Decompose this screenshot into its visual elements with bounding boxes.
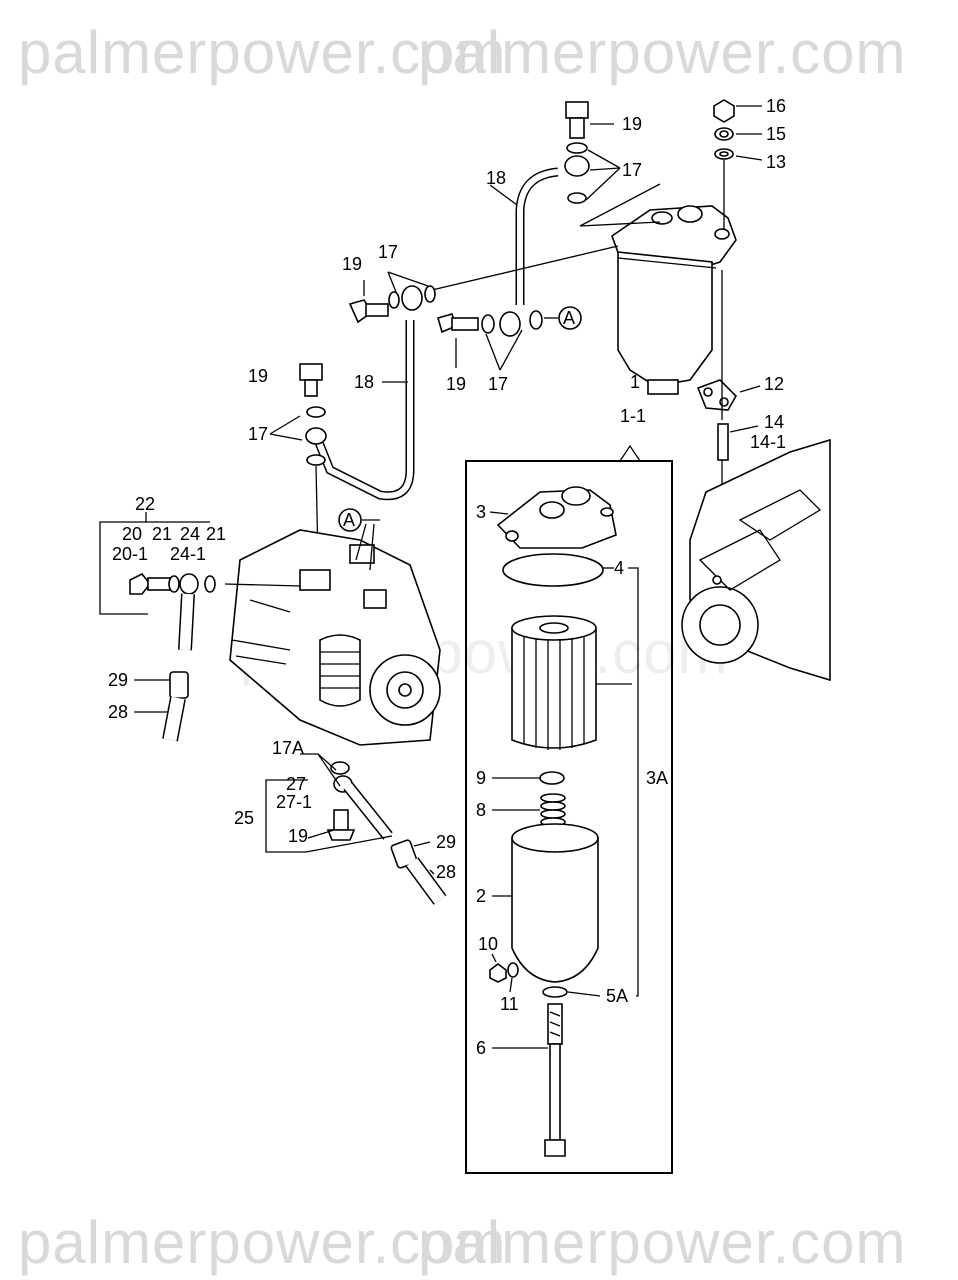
detail-frame-pointer: [466, 444, 672, 462]
callout-2: 2: [476, 886, 486, 906]
washer-9: [539, 771, 565, 785]
callout-20: 20: [122, 524, 142, 544]
callout-19-top: 19: [622, 114, 642, 134]
callout-17-top: 17: [622, 160, 642, 180]
callout-17A: 17A: [272, 738, 304, 758]
callout-labels: 19 16 15 17 13 18 19 17 A 19 17 1 12 1-1…: [108, 96, 786, 1058]
callout-14-1: 14-1: [750, 432, 786, 452]
callout-11: 11: [500, 994, 519, 1014]
top-banjo-bolt: [564, 101, 661, 227]
callout-22: 22: [135, 494, 155, 514]
callout-1-1: 1-1: [620, 406, 646, 426]
hose-28-left: [134, 671, 189, 742]
hose-28-bottom: [390, 839, 447, 905]
callout-a-pump: A: [343, 510, 355, 530]
watermark-top-right: palmerpower.com: [418, 19, 907, 86]
callout-19-left: 19: [248, 366, 268, 386]
callout-6: 6: [476, 1038, 486, 1058]
callout-19-pipe: 19: [446, 374, 466, 394]
callout-4: 4: [614, 558, 624, 578]
watermark-top-left: palmerpower.com: [18, 19, 507, 86]
mid-banjo-bolt-row: [431, 245, 619, 371]
callout-8: 8: [476, 800, 486, 820]
callout-1: 1: [630, 372, 640, 392]
callout-5A: 5A: [606, 986, 628, 1006]
watermark-bottom-right: palmerpower.com: [418, 1209, 907, 1276]
bracket-3A: [628, 567, 639, 997]
callout-3: 3: [476, 502, 486, 522]
left-bolt-19: [269, 363, 327, 561]
fitting-group-22: [99, 512, 216, 651]
o-ring-4: [502, 553, 604, 587]
fitting-group-25: [265, 753, 393, 853]
filter-cover-3: [489, 486, 617, 549]
callout-17-left: 17: [248, 424, 268, 444]
left-banjo-bolt-row: [348, 271, 436, 324]
injection-pump: [224, 529, 441, 746]
callout-18-top: 18: [486, 168, 506, 188]
callout-16: 16: [766, 96, 786, 116]
callout-21b: 21: [206, 524, 226, 544]
spring-8: [492, 793, 566, 827]
callout-29-left: 29: [108, 670, 128, 690]
callout-24: 24: [180, 524, 200, 544]
callout-12: 12: [764, 374, 784, 394]
callout-17-mid: 17: [378, 242, 398, 262]
circle-a-right-marker: [558, 306, 582, 330]
filter-bowl-2: [492, 823, 599, 983]
callout-24-1: 24-1: [170, 544, 206, 564]
callout-20-1: 20-1: [112, 544, 148, 564]
callout-19-bottom: 19: [288, 826, 308, 846]
callout-28-bottom: 28: [436, 862, 456, 882]
callout-13: 13: [766, 152, 786, 172]
bracket-and-stud: [696, 270, 761, 560]
callout-28-left: 28: [108, 702, 128, 722]
callout-17-pipe: 17: [488, 374, 508, 394]
callout-25: 25: [234, 808, 254, 828]
plug-10-seal-11: [489, 953, 519, 993]
o-ring-5A: [542, 986, 568, 998]
circle-a-pump-marker: [338, 508, 362, 532]
callout-3A: 3A: [646, 768, 668, 788]
callout-18-left: 18: [354, 372, 374, 392]
callout-10: 10: [478, 934, 498, 954]
callout-14: 14: [764, 412, 784, 432]
callout-27: 27: [286, 774, 306, 794]
callout-19-mid: 19: [342, 254, 362, 274]
watermark-bottom-left: palmerpower.com: [18, 1209, 507, 1276]
center-bolt-6: [492, 1003, 566, 1157]
callout-9: 9: [476, 768, 486, 788]
callout-a-right: A: [563, 308, 575, 328]
callout-15: 15: [766, 124, 786, 144]
callout-21a: 21: [152, 524, 172, 544]
nut-washer-stack: [713, 99, 763, 230]
filter-element: [511, 615, 632, 750]
engine-block: [681, 438, 831, 682]
callout-29-bottom: 29: [436, 832, 456, 852]
fuel-filter-assembly: [611, 205, 737, 395]
callout-27-1: 27-1: [276, 792, 312, 812]
